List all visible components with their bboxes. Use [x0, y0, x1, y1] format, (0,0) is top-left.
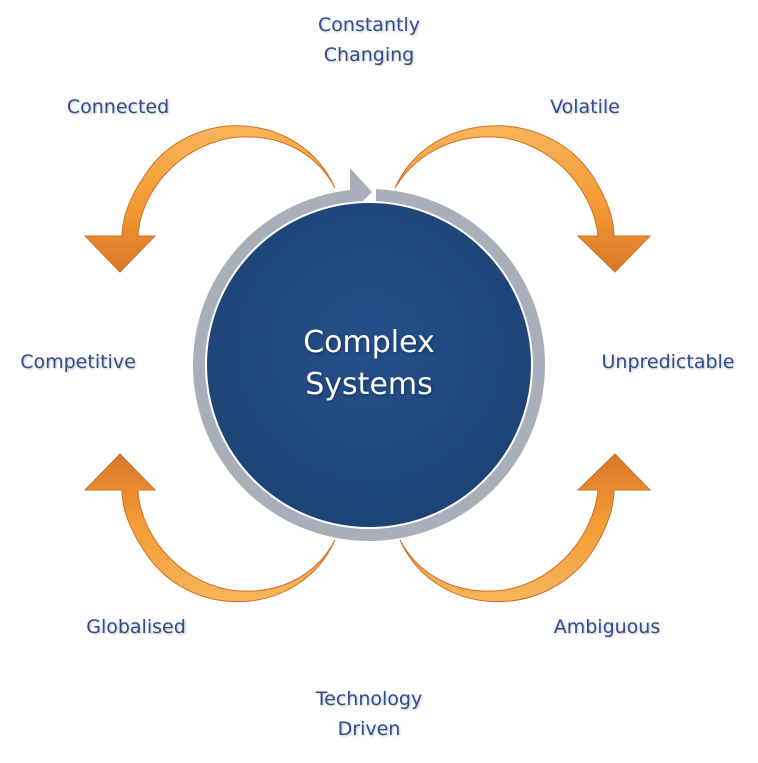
- label-technology-driven: Technology Driven: [294, 684, 444, 744]
- arrow-top-left: [83, 125, 336, 273]
- label-bottom-line1: Technology: [315, 688, 423, 710]
- label-competitive: Competitive: [20, 351, 136, 373]
- center-title-line1: Complex: [303, 325, 435, 360]
- center-title-line2: Systems: [305, 367, 433, 402]
- label-connected: Connected: [66, 96, 170, 118]
- label-constantly-changing: Constantly Changing: [294, 10, 444, 70]
- arrow-top-right: [394, 125, 652, 273]
- label-top-line1: Constantly: [318, 14, 420, 36]
- center-title: Complex Systems: [224, 322, 514, 406]
- core-circle: [205, 201, 533, 529]
- label-top-line2: Changing: [323, 44, 415, 66]
- label-unpredictable: Unpredictable: [601, 351, 735, 373]
- arrow-bottom-right: [399, 453, 652, 603]
- label-bottom-line2: Driven: [337, 718, 401, 740]
- label-volatile: Volatile: [550, 96, 620, 118]
- label-globalised: Globalised: [86, 616, 186, 638]
- arrow-bottom-left: [83, 453, 336, 603]
- label-ambiguous: Ambiguous: [553, 616, 661, 638]
